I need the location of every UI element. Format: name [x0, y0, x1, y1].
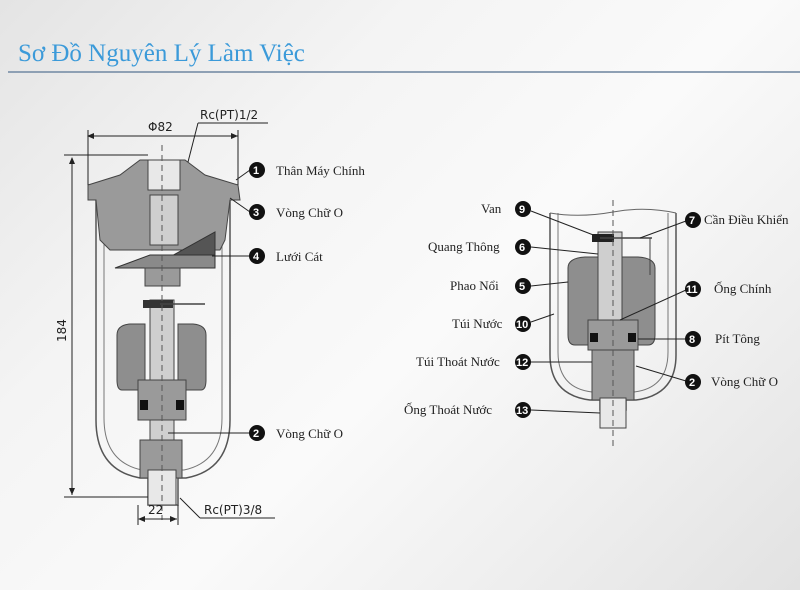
callout-label: Ống Thoát Nước	[404, 402, 492, 417]
svg-text:9: 9	[519, 204, 525, 216]
svg-text:2: 2	[689, 377, 695, 389]
callout-6: Quang Thông 6	[428, 239, 599, 255]
callout-3: 3 Vòng Chữ O	[229, 197, 343, 220]
left-filter-diagram: Φ82 Rc(PT)1/2 184 22 Rc(PT)3/8 1 Thân Má…	[55, 108, 365, 525]
callout-12: Túi Thoát Nước 12	[416, 354, 592, 370]
callout-8: 8 Pít Tông	[638, 331, 760, 347]
svg-text:13: 13	[516, 405, 528, 417]
callout-label: Lưới Cát	[276, 249, 323, 264]
callout-label: Cần Điều Khiển	[704, 212, 789, 227]
svg-text:11: 11	[686, 284, 698, 296]
dim-outlet-width: 22	[148, 503, 163, 517]
svg-text:2: 2	[253, 428, 259, 440]
callout-5: Phao Nổi 5	[450, 278, 569, 294]
callout-9: Van 9	[481, 201, 597, 237]
callout-2: 2 Vòng Chữ O	[168, 425, 343, 441]
callout-label: Túi Nước	[452, 316, 503, 331]
callout-label: Thân Máy Chính	[276, 163, 365, 178]
callout-label: Ống Chính	[714, 281, 772, 296]
callout-10: Túi Nước 10	[452, 313, 555, 332]
callout-label: Pít Tông	[715, 331, 760, 346]
svg-text:10: 10	[516, 319, 528, 331]
callout-7: 7 Cần Điều Khiển	[639, 212, 789, 239]
dim-inlet: Rc(PT)1/2	[200, 108, 258, 122]
right-drain-diagram: Van 9 Quang Thông 6 Phao Nổi 5 Túi Nước …	[404, 200, 789, 450]
dim-outlet: Rc(PT)3/8	[204, 503, 262, 517]
svg-text:1: 1	[253, 165, 259, 177]
svg-text:3: 3	[253, 207, 259, 219]
page-title: Sơ Đồ Nguyên Lý Làm Việc	[18, 40, 305, 67]
callout-1: 1 Thân Máy Chính	[235, 162, 365, 181]
svg-text:7: 7	[689, 215, 695, 227]
callout-11: 11 Ống Chính	[619, 281, 772, 321]
callout-label: Phao Nổi	[450, 278, 499, 293]
dim-height: 184	[55, 319, 69, 342]
svg-text:5: 5	[519, 281, 525, 293]
callout-13: Ống Thoát Nước 13	[404, 402, 601, 418]
callout-label: Quang Thông	[428, 239, 500, 254]
callout-2-right: 2 Vòng Chữ O	[635, 365, 778, 390]
callout-label: Van	[481, 201, 502, 216]
callout-label: Túi Thoát Nước	[416, 354, 500, 369]
svg-text:12: 12	[516, 357, 528, 369]
svg-text:4: 4	[253, 251, 260, 263]
callout-label: Vòng Chữ O	[711, 374, 778, 389]
callout-4: 4 Lưới Cát	[212, 248, 323, 264]
svg-text:8: 8	[689, 334, 695, 346]
title-divider	[8, 71, 800, 73]
svg-text:6: 6	[519, 242, 525, 254]
callout-label: Vòng Chữ O	[276, 205, 343, 220]
dim-diameter: Φ82	[148, 120, 173, 134]
callout-label: Vòng Chữ O	[276, 426, 343, 441]
